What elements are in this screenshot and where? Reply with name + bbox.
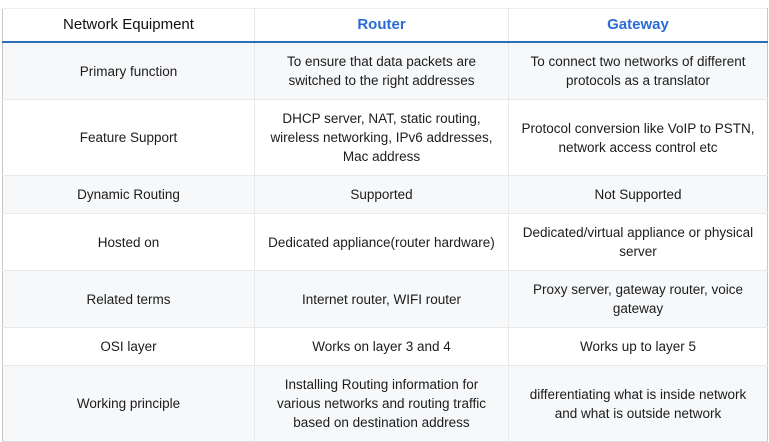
router-cell: Dedicated appliance(router hardware) (254, 213, 509, 271)
gateway-cell: Protocol conversion like VoIP to PSTN, n… (521, 120, 755, 155)
header-row: Network Equipment Router Gateway (2, 8, 768, 42)
col-header-router: Router (254, 8, 509, 42)
router-cell: Installing Routing information for vario… (254, 365, 509, 442)
table-row-dynamic-routing: Dynamic Routing Supported Not Supported (2, 175, 768, 214)
gateway-cell: differentiating what is inside network a… (529, 386, 747, 421)
table-row-feature-support: Feature Support DHCP server, NAT, static… (2, 99, 768, 176)
row-label: Feature Support (2, 99, 255, 176)
col-header-gateway: Gateway (508, 8, 768, 42)
table-row-related-terms: Related terms Internet router, WIFI rout… (2, 270, 768, 328)
router-cell: To ensure that data packets are switched… (254, 42, 509, 100)
gateway-cell: Not Supported (594, 187, 682, 202)
gateway-cell: Works up to layer 5 (579, 339, 697, 354)
table-row-hosted-on: Hosted on Dedicated appliance(router har… (2, 213, 768, 271)
gateway-cell: Dedicated/virtual appliance or physical … (522, 225, 754, 259)
gateway-cell: To connect two networks of different pro… (530, 54, 746, 88)
col-header-network-equipment: Network Equipment (2, 8, 255, 42)
row-label: Hosted on (2, 213, 255, 271)
table-row-primary-function: Primary function To ensure that data pac… (2, 42, 768, 100)
row-label: Dynamic Routing (2, 175, 255, 214)
row-label: Working principle (2, 365, 255, 442)
row-label: Primary function (2, 42, 255, 100)
row-label: OSI layer (2, 327, 255, 366)
table-row-working-principle: Working principle Installing Routing inf… (2, 365, 768, 442)
row-label: Related terms (2, 270, 255, 328)
screenshot-root: { "table": { "columns": ["Network Equipm… (2, 8, 768, 442)
table-row-osi-layer: OSI layer Works on layer 3 and 4 Works u… (2, 327, 768, 366)
gateway-cell: Proxy server, gateway router, voice gate… (532, 282, 744, 316)
router-cell: Supported (254, 175, 509, 214)
comparison-table-page: Network Equipment Router Gateway Primary… (2, 8, 768, 442)
router-cell: DHCP server, NAT, static routing, wirele… (254, 99, 509, 176)
network-equipment-comparison-table: Network Equipment Router Gateway Primary… (2, 8, 768, 442)
router-cell: Works on layer 3 and 4 (254, 327, 509, 366)
router-cell: Internet router, WIFI router (254, 270, 509, 328)
